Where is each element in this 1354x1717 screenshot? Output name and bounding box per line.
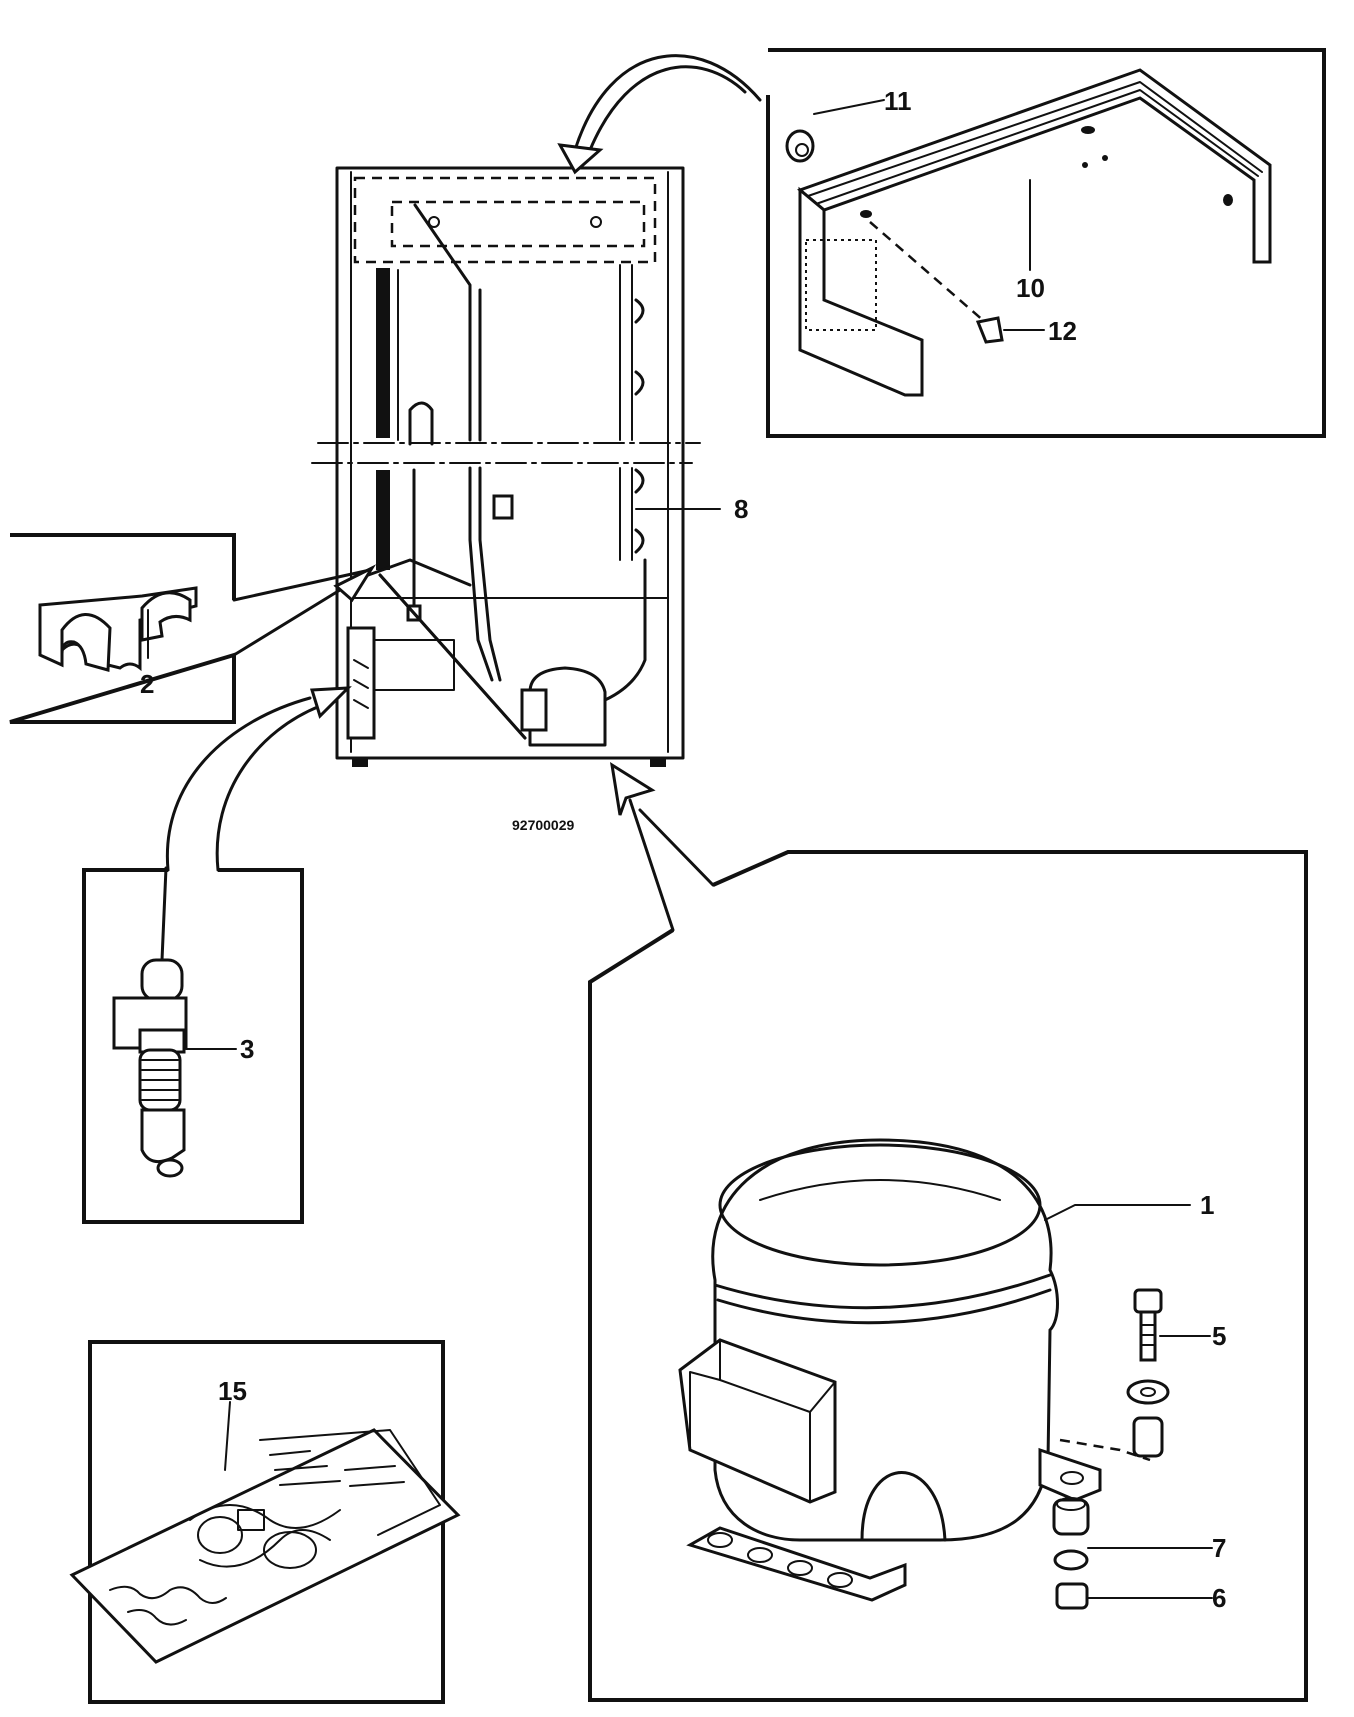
compressor-detail-panel — [588, 761, 1308, 1702]
callout-3: 3 — [240, 1034, 254, 1064]
callout-5: 5 — [1212, 1321, 1226, 1351]
callout-6: 6 — [1212, 1583, 1226, 1613]
wiring-sheet-panel — [69, 1340, 461, 1704]
callout-1: 1 — [1200, 1190, 1214, 1220]
callout-10: 10 — [1016, 273, 1045, 303]
callout-2: 2 — [140, 669, 154, 699]
callout-15: 15 — [218, 1376, 247, 1406]
clip-detail-panel — [9, 533, 377, 724]
drawing-number: 92700029 — [512, 817, 575, 833]
callout-7: 7 — [1212, 1533, 1226, 1563]
callout-12: 12 — [1048, 316, 1077, 346]
appliance-rear-view — [311, 166, 701, 767]
callout-11: 11 — [884, 86, 912, 116]
callout-8: 8 — [734, 494, 748, 524]
sensor-detail-panel — [82, 686, 352, 1224]
bracket-detail-panel — [557, 48, 1326, 438]
